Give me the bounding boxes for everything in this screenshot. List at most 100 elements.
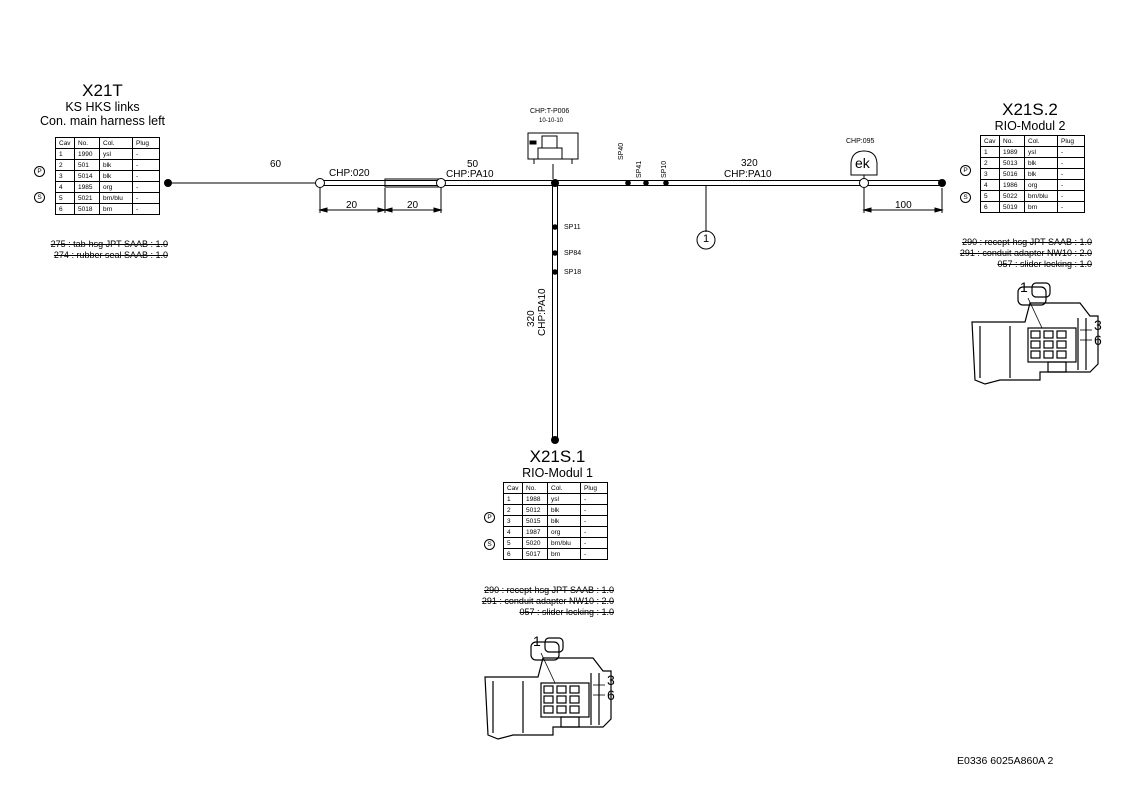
table-cell: 5 <box>55 192 75 204</box>
table-cell: - <box>132 181 160 193</box>
table-cell: brn/blu <box>1024 190 1058 202</box>
connector-notes: 290 : recept-hsg JPT SAAB : 1.0 291 : co… <box>481 585 614 617</box>
seg-left-length: 60 <box>270 159 282 170</box>
table-cell: 5017 <box>522 548 548 560</box>
table-cell: 6 <box>980 201 1000 213</box>
clip-sub-label: 10-10-10 <box>539 118 564 124</box>
table-cell: 1990 <box>74 148 100 160</box>
table-cell: ysl <box>547 493 581 505</box>
splice-sp41 <box>643 180 649 186</box>
connector-subtitle: KS HKS links <box>65 100 140 114</box>
table-cell: - <box>132 159 160 171</box>
table-cell: - <box>580 537 608 549</box>
splice-sp40-label: SP40 <box>618 142 625 160</box>
table-cell: ysl <box>99 148 133 160</box>
node-left-end <box>164 179 172 187</box>
table-cell: 5019 <box>999 201 1025 213</box>
ek-chp-label: CHP:095 <box>846 138 875 145</box>
splice-sp11 <box>552 224 558 230</box>
table-cell: 3 <box>55 170 75 182</box>
table-cell: - <box>132 192 160 204</box>
pin-label-6: 6 <box>607 687 615 703</box>
clip-label: CHP:T-P006 <box>530 108 570 115</box>
table-cell: - <box>1057 168 1085 180</box>
table-cell: 2 <box>980 157 1000 169</box>
table-cell: 5014 <box>74 170 100 182</box>
table-header-cell: Cav <box>980 135 1000 147</box>
seg-mid-chp: CHP:PA10 <box>446 169 494 180</box>
table-cell: org <box>547 526 581 538</box>
connector-subtitle: RIO-Modul 2 <box>994 119 1066 133</box>
plug-p-symbol: P <box>960 165 971 176</box>
table-cell: 5021 <box>74 192 100 204</box>
table-header-cell: Plug <box>1057 135 1085 147</box>
splice-sp10-label: SP10 <box>661 160 668 178</box>
table-cell: 5016 <box>999 168 1025 180</box>
splice-sp10 <box>663 180 669 186</box>
connector-title: X21S.2 <box>1002 100 1058 119</box>
table-cell: - <box>1057 179 1085 191</box>
table-cell: 5022 <box>999 190 1025 202</box>
table-header-cell: Col. <box>547 482 581 494</box>
table-header-cell: Col. <box>1024 135 1058 147</box>
connector-title: X21S.1 <box>529 447 586 466</box>
table-cell: 4 <box>980 179 1000 191</box>
splice-sp40 <box>625 180 631 186</box>
table-cell: - <box>580 515 608 527</box>
table-header-cell: Cav <box>55 137 75 149</box>
table-cell: - <box>1057 157 1085 169</box>
seg-down-length: 320 <box>526 310 537 327</box>
table-cell: 1988 <box>522 493 548 505</box>
pin-label-1: 1 <box>533 633 541 649</box>
table-cell: org <box>1024 179 1058 191</box>
pin-label-6: 6 <box>1094 332 1102 348</box>
table-cell: - <box>580 504 608 516</box>
connector-subtitle: RIO-Modul 1 <box>522 466 593 480</box>
splice-sp18 <box>552 269 558 275</box>
table-cell: 5 <box>503 537 523 549</box>
node-right-end <box>938 179 946 187</box>
connector-notes: 290 : recept-hsg JPT SAAB : 1.0 291 : co… <box>959 237 1092 269</box>
table-cell: - <box>580 493 608 505</box>
table-cell: brn/blu <box>99 192 133 204</box>
table-cell: 5013 <box>999 157 1025 169</box>
table-cell: - <box>1057 146 1085 158</box>
table-header-cell: Plug <box>580 482 608 494</box>
table-cell: 1989 <box>999 146 1025 158</box>
table-cell: brn <box>99 203 133 215</box>
table-cell: ysl <box>1024 146 1058 158</box>
chp-020-mark <box>315 178 325 188</box>
drawing-reference: E0336 6025A860A 2 <box>957 755 1054 767</box>
node-junction <box>551 179 559 187</box>
table-cell: - <box>132 170 160 182</box>
table-cell: 5015 <box>522 515 548 527</box>
table-cell: 6 <box>503 548 523 560</box>
seg-right-length: 320 <box>741 158 758 169</box>
ek-marker <box>850 150 878 176</box>
chp-mark-2 <box>436 178 446 188</box>
table-header-cell: No. <box>522 482 548 494</box>
connector-notes: 275 : tab-hsg JPT SAAB : 1.0 274 : rubbe… <box>50 239 168 260</box>
table-cell: 1986 <box>999 179 1025 191</box>
table-cell: brn/blu <box>547 537 581 549</box>
table-header-cell: No. <box>999 135 1025 147</box>
dim-a-label: 20 <box>346 200 358 211</box>
table-cell: 3 <box>980 168 1000 180</box>
connector-drawing-right <box>971 282 1099 385</box>
table-cell: 6 <box>55 203 75 215</box>
table-cell: 5020 <box>522 537 548 549</box>
table-cell: - <box>132 203 160 215</box>
